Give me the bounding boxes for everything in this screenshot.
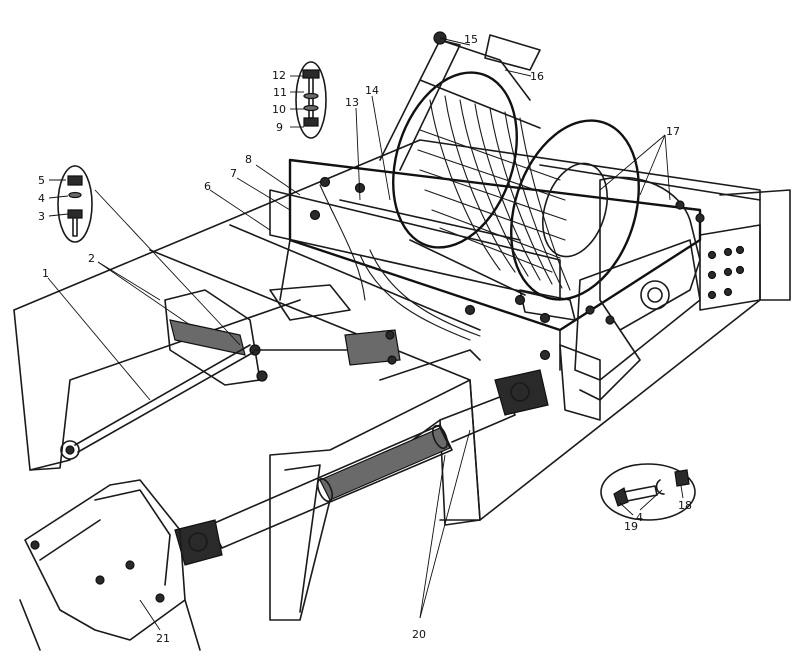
housing-bolt: [675, 200, 685, 210]
control-bracket: [164, 289, 351, 386]
frame-bolt: [539, 312, 551, 324]
rope-guide: [379, 31, 541, 171]
pipe-lines: [319, 184, 481, 341]
bolt-head: [302, 69, 320, 79]
callout-labels: 1 2 3 4 5 6 7 8 9 10 11 12 13 14 15 16 1…: [38, 33, 692, 645]
bolt-head: [613, 487, 629, 507]
nut: [303, 117, 319, 127]
valve-fitting: [387, 355, 397, 365]
frame-bolts: [309, 176, 551, 361]
housing-bolt: [585, 305, 595, 315]
callout-3: 3: [38, 210, 45, 223]
valve-fitting: [385, 330, 395, 340]
callout-18: 18: [678, 499, 692, 512]
rod-eye: [60, 440, 80, 460]
leader-lines: [47, 37, 684, 631]
pto-bolt: [95, 575, 105, 585]
callout-10: 10: [272, 103, 286, 116]
callout-15: 15: [464, 33, 478, 46]
callout-17: 17: [666, 125, 680, 138]
universal-joint-upper: [494, 369, 549, 416]
callout-14: 14: [365, 84, 379, 97]
pto-bolt: [155, 593, 165, 603]
cardan-shaft: [174, 369, 549, 566]
callout-16: 16: [530, 70, 544, 83]
callout-6: 6: [204, 180, 211, 193]
detail-inset-upper: [295, 61, 327, 139]
frame-bolt: [514, 294, 526, 306]
middle-bracket: [269, 284, 401, 366]
bearing-cap: [640, 280, 670, 310]
plate-hole: [735, 265, 745, 275]
callout-7: 7: [230, 167, 237, 180]
gearbox-housing: [559, 176, 705, 421]
callout-5: 5: [38, 174, 45, 187]
pto-bolt: [30, 540, 40, 550]
spring-washer: [655, 479, 665, 495]
housing-bolt: [695, 213, 705, 223]
callout-21: 21: [156, 632, 170, 645]
callout-2: 2: [88, 252, 95, 265]
washer: [68, 191, 82, 199]
plate-hole: [723, 287, 733, 297]
washer: [303, 104, 319, 112]
frame-bolt: [539, 349, 551, 361]
bolt-head: [67, 209, 83, 219]
plate-hole: [723, 247, 733, 257]
plate-hole: [707, 290, 717, 300]
plate-hole: [735, 245, 745, 255]
callout-19: 19: [624, 520, 638, 533]
rope-drum: [392, 71, 640, 301]
callout-8: 8: [245, 153, 252, 166]
nut: [67, 175, 83, 186]
bracket-pin: [256, 370, 268, 382]
callout-13: 13: [345, 96, 359, 109]
pto-bolt: [125, 560, 135, 570]
callout-1: 1: [42, 267, 49, 280]
rope-windings: [417, 95, 571, 291]
nut: [674, 469, 690, 487]
detail-inset-left: [57, 165, 93, 243]
callout-11: 11: [273, 86, 287, 99]
control-rod: [60, 344, 255, 460]
plate-hole: [707, 250, 717, 260]
plate-hole: [723, 267, 733, 277]
callout-9: 9: [276, 121, 283, 134]
callout-20: 20: [412, 628, 426, 641]
frame-bolt: [319, 176, 331, 188]
frame-bolt: [464, 304, 476, 316]
callout-4b: 4: [636, 511, 643, 524]
callout-12: 12: [272, 69, 286, 82]
plate-hole: [707, 270, 717, 280]
frame-bolt: [309, 209, 321, 221]
end-plate: [699, 189, 791, 311]
housing-bolt: [605, 315, 615, 325]
detail-inset-right: [600, 463, 696, 521]
callout-4: 4: [38, 192, 45, 205]
washer: [303, 92, 319, 100]
universal-joint-lower: [174, 519, 223, 566]
power-take-off: [19, 479, 201, 651]
winch-base-frame: [269, 158, 702, 371]
